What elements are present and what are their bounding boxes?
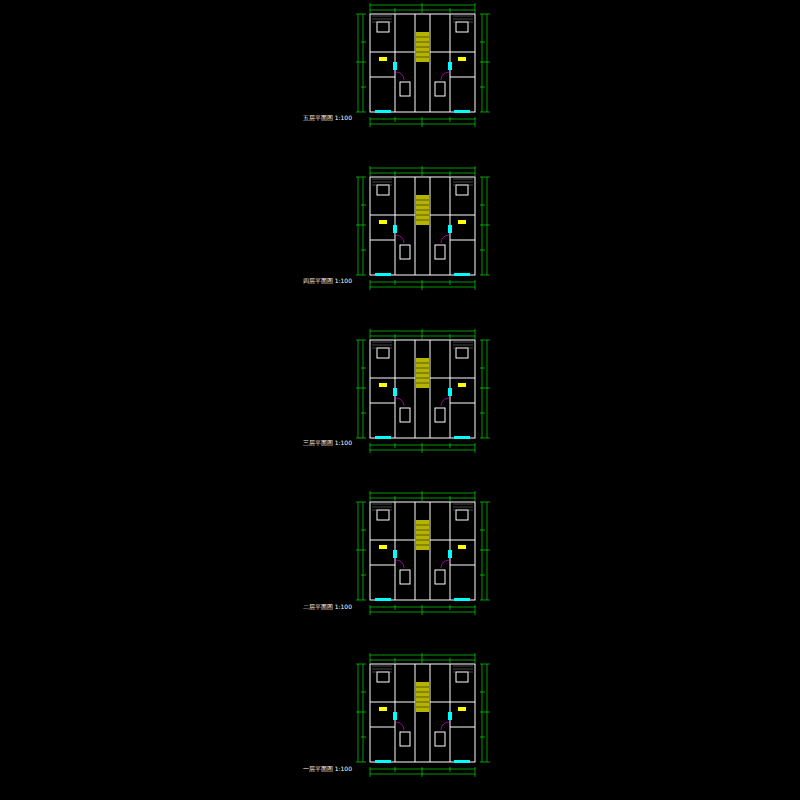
drawing-caption: 五层平面图 1:100: [303, 115, 352, 121]
drawing-caption: 四层平面图 1:100: [303, 278, 352, 284]
drawing-caption: 一层平面图 1:100: [303, 766, 352, 772]
drawing-caption: 二层平面图 1:100: [303, 604, 352, 610]
drawing-caption: 三层平面图 1:100: [303, 440, 352, 446]
